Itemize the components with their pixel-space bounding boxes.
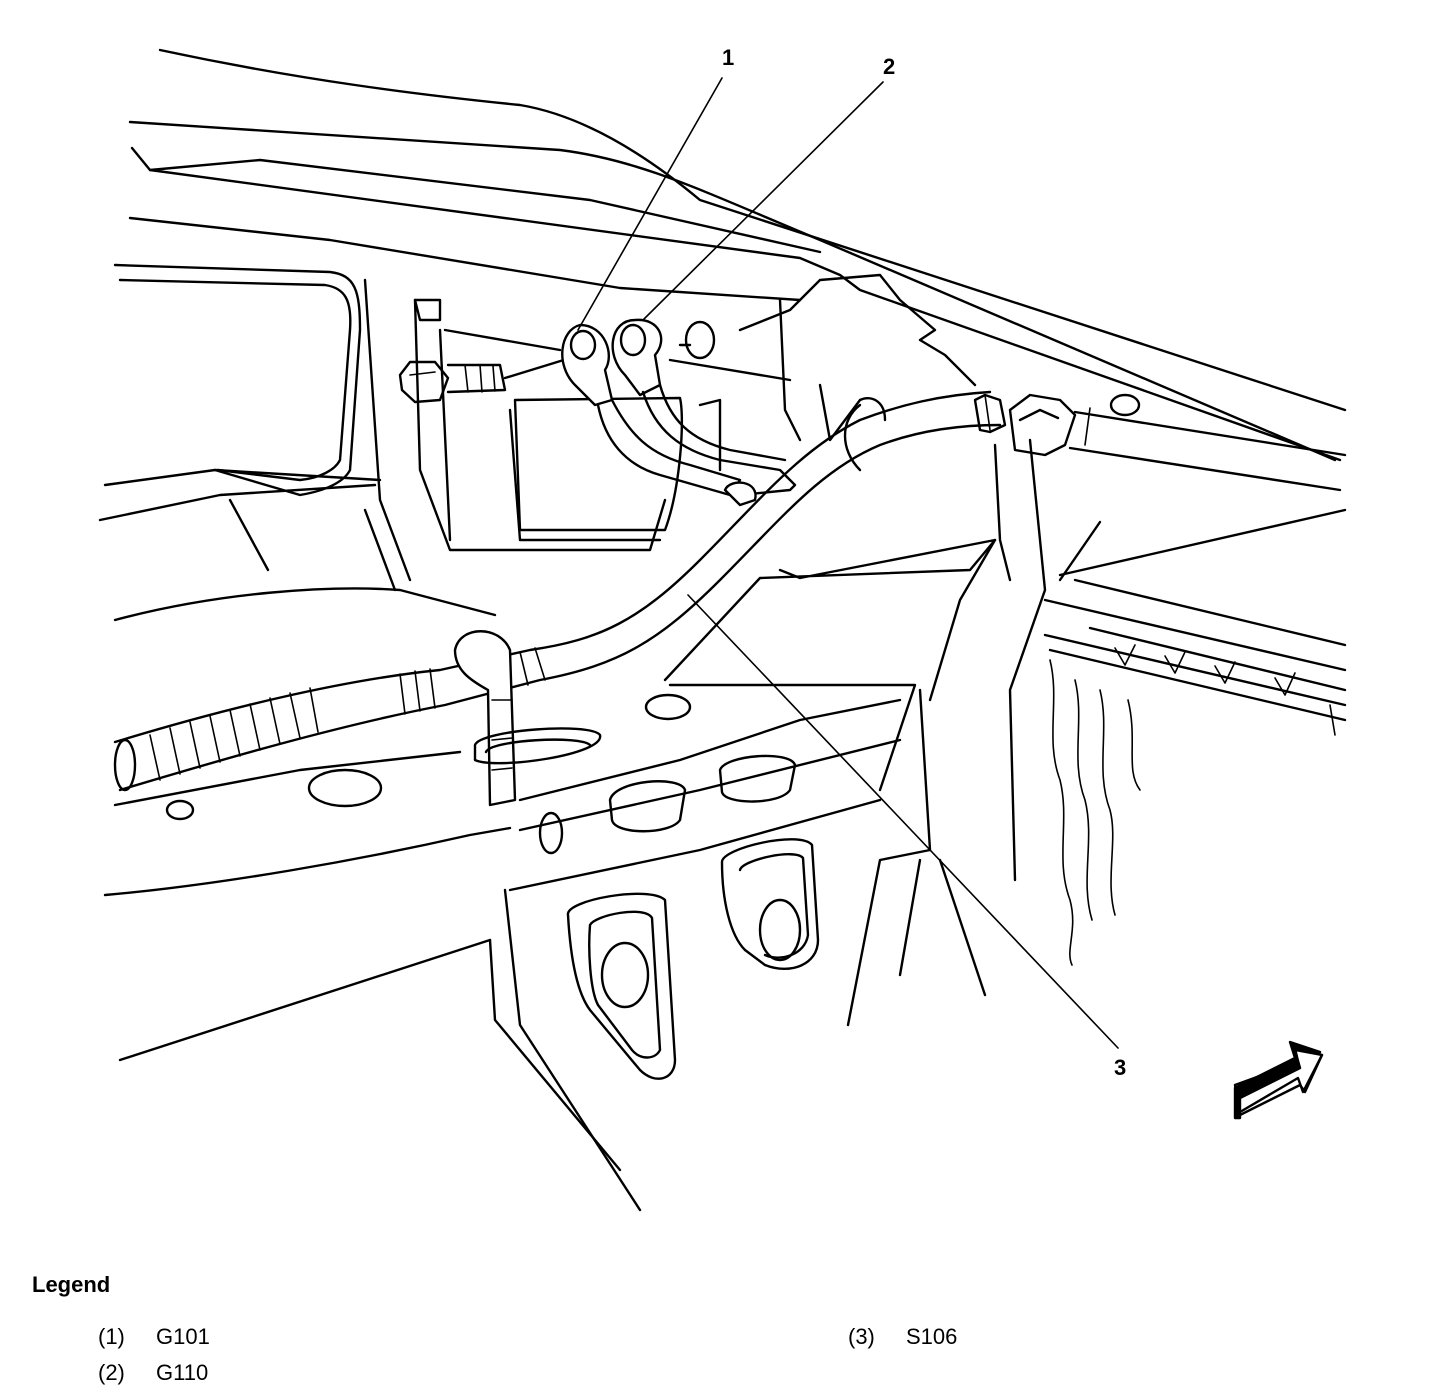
callout-label-1: 1 [722,45,734,70]
left-inner-panel [98,263,497,622]
callout-label-3: 3 [1114,1055,1126,1080]
legend-item-2: (2) G110 [98,1360,208,1386]
legend-item-name: G101 [156,1324,210,1349]
legend-item-name: S106 [906,1324,958,1349]
lower-body-structure [103,538,997,1212]
legend-item-name: G110 [156,1360,209,1385]
center-bracket [413,298,887,552]
wire-harness [113,390,1347,807]
ground-location-illustration: 1 2 3 [98,45,1347,1212]
ground-terminals [398,318,797,507]
view-direction-arrow-icon [1233,1040,1324,1120]
upper-body-panel [128,48,1347,462]
legend-title: Legend [32,1272,111,1297]
callout-label-2: 2 [883,54,895,79]
callout-leaders [577,77,1119,1049]
legend-item-number: (1) [98,1324,125,1349]
right-side-panel [993,438,1347,966]
legend-item-number: (3) [848,1324,875,1349]
legend-item-1: (1) G101 [98,1324,210,1350]
legend-item-3: (3) S106 [848,1324,957,1350]
legend-item-number: (2) [98,1360,125,1385]
